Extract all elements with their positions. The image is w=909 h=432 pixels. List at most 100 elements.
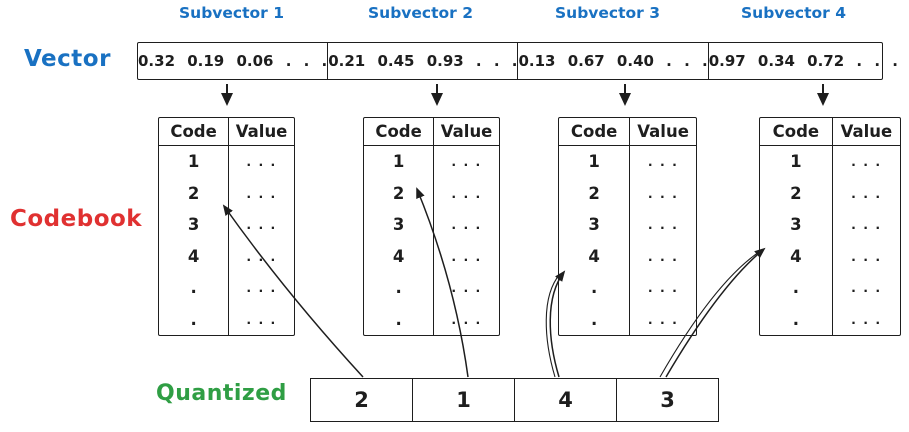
codebook-table-1-header: Code Value <box>159 118 294 146</box>
codebook-table-2: Code Value 1. . . 2. . . 3. . . 4. . . .… <box>363 117 500 336</box>
code-cell: 3 <box>760 209 833 241</box>
table-row: 1 . . . <box>559 146 696 178</box>
table-row: . . . . <box>760 303 900 335</box>
table-row: . . . . <box>760 272 900 304</box>
table-row: 2 . . . <box>159 177 294 209</box>
table-row: 4 . . . <box>364 240 499 272</box>
table-row: . . . . <box>364 272 499 304</box>
table-row: 2 . . . <box>559 177 696 209</box>
table-row: 1 . . . <box>760 146 900 178</box>
value-cell: . . . <box>451 154 482 170</box>
value-cell: . . . <box>647 185 679 201</box>
subvector-4-values: 0.97 0.34 0.72 . . . <box>707 43 898 79</box>
value-cell: . . . <box>647 154 679 170</box>
quantized-cell-3: 4 <box>514 379 616 421</box>
value-cell: . . . <box>451 311 482 327</box>
value-header: Value <box>235 122 288 141</box>
code-cell: 4 <box>159 240 230 272</box>
value-cell: . . . <box>451 248 482 264</box>
code-cell: 1 <box>364 146 435 178</box>
code-cell: 1 <box>559 146 631 178</box>
subvector-4-label: Subvector 4 <box>741 4 846 22</box>
code-cell: . <box>559 272 631 304</box>
subvector-1-values: 0.32 0.19 0.06 . . . <box>138 52 328 70</box>
code-cell: . <box>364 303 435 335</box>
table-row: 4 . . . <box>159 240 294 272</box>
code-cell: . <box>559 303 631 335</box>
quantized-cell-4: 3 <box>616 379 718 421</box>
subvector-2-label: Subvector 2 <box>368 4 473 22</box>
table-row: 2 . . . <box>760 177 900 209</box>
value-cell: . . . <box>451 185 482 201</box>
subvector-3-label: Subvector 3 <box>555 4 660 22</box>
table-row: 3. . . <box>364 209 499 241</box>
value-cell: . . . <box>851 185 882 201</box>
code-header: Code <box>159 118 230 145</box>
value-cell: . . . <box>246 311 277 327</box>
value-cell: . . . <box>647 311 679 327</box>
table-row: . . . . <box>559 303 696 335</box>
quantized-cell-2: 1 <box>412 379 514 421</box>
value-header: Value <box>440 122 493 141</box>
table-row: 2 . . . <box>364 177 499 209</box>
code-header: Code <box>760 118 833 145</box>
code-cell: 2 <box>559 177 631 209</box>
codebook-label: Codebook <box>10 206 143 232</box>
subvector-3-values: 0.13 0.67 0.40 . . . <box>517 43 708 79</box>
code-cell: 2 <box>364 177 435 209</box>
code-cell: 3 <box>159 209 230 241</box>
codebook-table-4: Code Value 1 . . . 2 . . . 3 . . . 4. . . .… <box>759 117 901 336</box>
quantized-box: 2 1 4 3 <box>310 378 719 422</box>
code-cell: 1 <box>159 146 230 178</box>
vector-label: Vector <box>24 46 111 72</box>
table-row: . . . . <box>364 303 499 335</box>
code-cell: . <box>760 272 833 304</box>
value-cell: . . . <box>851 154 882 170</box>
value-cell: . . . <box>246 185 277 201</box>
code-cell: . <box>760 303 833 335</box>
table-row: 1 . . . <box>159 146 294 178</box>
codebook-table-4-header: Code Value <box>760 118 900 146</box>
value-cell: . . . <box>851 248 882 264</box>
code-cell: . <box>159 272 230 304</box>
value-cell: . . . <box>246 154 277 170</box>
table-row: 1 . . . <box>364 146 499 178</box>
codebook-table-1: Code Value 1. . . 2. . . 3. . . 4. . . .… <box>158 117 295 336</box>
codebook-table-3-header: Code Value <box>559 118 696 146</box>
value-cell: . . . <box>647 217 679 233</box>
code-cell: 4 <box>364 240 435 272</box>
code-cell: . <box>364 272 435 304</box>
table-row: 3 . . . <box>760 209 900 241</box>
codebook-table-3: Code Value 1. . . 2. . . 3. . . 4. . . .… <box>558 117 697 336</box>
code-cell: . <box>159 303 230 335</box>
table-row: 4 . . . <box>559 240 696 272</box>
value-cell: . . . <box>246 248 277 264</box>
table-row: . . . . <box>159 272 294 304</box>
table-row: 4. . . <box>760 240 900 272</box>
code-cell: 3 <box>364 209 435 241</box>
code-cell: 2 <box>760 177 833 209</box>
value-cell: . . . <box>451 280 482 296</box>
code-cell: 4 <box>559 240 631 272</box>
value-cell: . . . <box>851 217 882 233</box>
value-cell: . . . <box>246 280 277 296</box>
subvector-1-label: Subvector 1 <box>179 4 284 22</box>
table-row: 3 . . . <box>159 209 294 241</box>
code-cell: 1 <box>760 146 833 178</box>
subvector-2-values: 0.21 0.45 0.93 . . . <box>327 43 517 79</box>
value-cell: . . . <box>647 280 679 296</box>
value-cell: . . . <box>246 217 277 233</box>
value-header: Value <box>840 122 893 141</box>
value-cell: . . . <box>851 280 882 296</box>
code-cell: 2 <box>159 177 230 209</box>
value-header: Value <box>637 122 689 141</box>
code-cell: 3 <box>559 209 631 241</box>
vector-box: 0.32 0.19 0.06 . . . 0.21 0.45 0.93 . . … <box>137 42 898 80</box>
table-row: 3 . . . <box>559 209 696 241</box>
value-cell: . . . <box>647 248 679 264</box>
codebook-table-2-header: Code Value <box>364 118 499 146</box>
table-row: . . . . <box>559 272 696 304</box>
table-row: . . . . <box>159 303 294 335</box>
value-cell: . . . <box>851 311 882 327</box>
code-header: Code <box>559 118 631 145</box>
